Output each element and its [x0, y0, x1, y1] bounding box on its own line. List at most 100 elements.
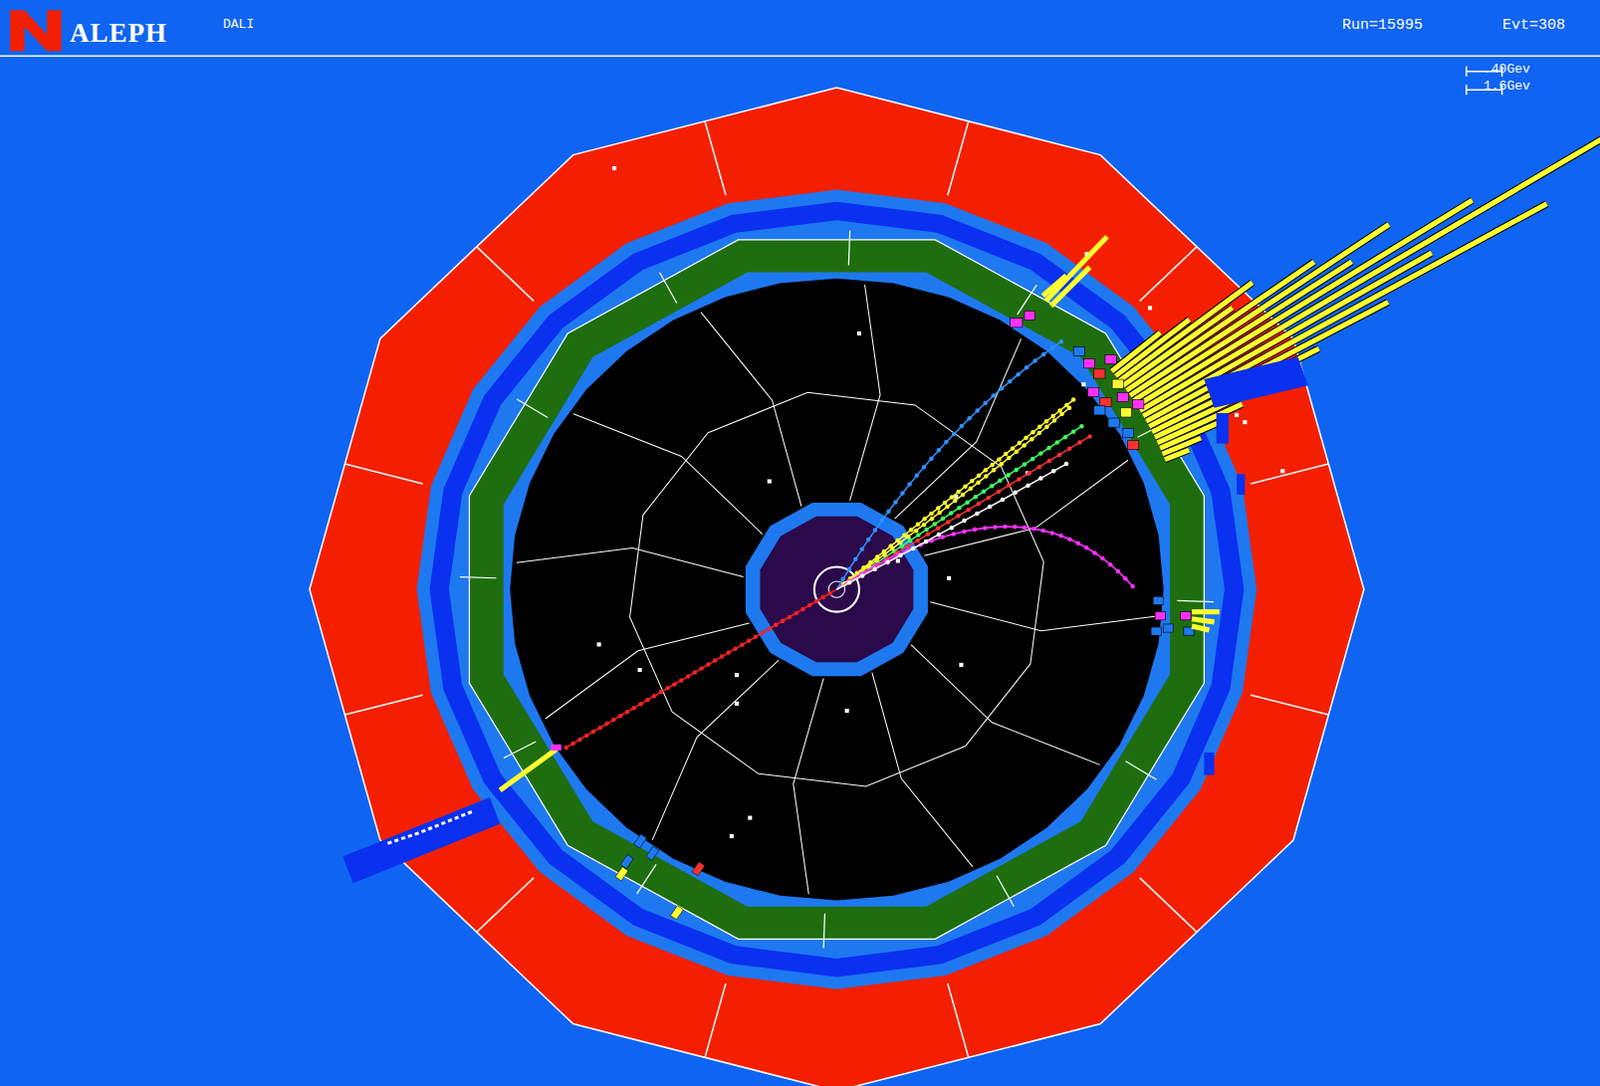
track-hit	[962, 483, 968, 489]
track-hit	[964, 499, 970, 505]
track-hit	[584, 733, 590, 739]
track-hit	[921, 516, 927, 522]
track-hit	[591, 729, 597, 735]
track-hit	[886, 508, 892, 514]
energy-cell	[1180, 612, 1191, 621]
track-hit	[1059, 339, 1065, 345]
energy-tower	[1191, 626, 1209, 631]
coil-inner	[449, 220, 1225, 959]
track-hit	[932, 521, 938, 527]
track-hit	[1058, 533, 1064, 539]
track-hit	[1067, 446, 1073, 452]
ecal-module-line	[823, 914, 825, 949]
track-hit	[1064, 461, 1070, 467]
sector-line	[850, 284, 881, 501]
track-hit	[1038, 475, 1044, 481]
track-hit	[1006, 456, 1012, 461]
track-hit	[936, 532, 942, 538]
track-hit	[1047, 458, 1053, 464]
track-hit	[914, 528, 919, 534]
track-hit	[814, 599, 820, 605]
track-hit	[966, 416, 972, 422]
scale-tick	[1465, 66, 1468, 77]
track-hit	[961, 518, 967, 524]
track-hit	[921, 464, 927, 470]
sector-line	[652, 660, 779, 841]
energy-cell	[1083, 359, 1095, 369]
energy-cell	[1094, 406, 1106, 416]
track-hit	[800, 607, 806, 613]
track-hit	[982, 401, 988, 407]
tower-outline	[1137, 200, 1473, 406]
track-hit	[1071, 397, 1077, 403]
track-hit	[982, 525, 988, 531]
track-hit	[1025, 482, 1031, 488]
energy-cell	[1152, 596, 1163, 605]
track-hit	[943, 440, 949, 446]
ecal-module-line	[996, 876, 1014, 908]
track-hit	[1000, 497, 1006, 503]
track-hit	[981, 489, 987, 495]
energy-tower	[1045, 236, 1107, 302]
tower-outline	[1151, 348, 1320, 433]
track-hit	[698, 666, 704, 672]
track-hit	[859, 547, 865, 553]
track-hit	[685, 674, 691, 680]
track-hit	[885, 560, 891, 566]
track-hit	[1116, 569, 1122, 575]
track-hit	[936, 510, 942, 516]
ecal-module-line	[459, 577, 497, 579]
track-hit	[645, 697, 651, 703]
segment-line	[1140, 878, 1197, 932]
hit	[729, 834, 734, 839]
track-hit	[972, 527, 978, 533]
muon-hits	[1203, 357, 1309, 409]
track-hit	[882, 552, 888, 558]
track-hit	[898, 553, 904, 559]
energy-tower	[1112, 332, 1161, 372]
track-hit	[827, 591, 833, 597]
track-hit	[935, 505, 941, 511]
coil-outer	[417, 190, 1258, 990]
track	[836, 463, 1067, 590]
track-hit	[766, 627, 772, 633]
tpc-wall	[503, 272, 1170, 908]
track-hit	[992, 524, 998, 530]
muon-track	[387, 810, 474, 844]
track-hit	[570, 741, 576, 747]
energy-cell	[1117, 392, 1129, 402]
track-hit	[959, 424, 965, 430]
energy-tower	[1151, 348, 1320, 433]
energy-cell	[634, 834, 648, 849]
hit	[1081, 382, 1086, 387]
track-hit	[987, 504, 993, 510]
energy-cell	[1100, 398, 1112, 408]
ecal-module-line	[848, 230, 850, 266]
ecal-module-line	[503, 741, 536, 758]
track-hit	[705, 662, 711, 668]
track-hit	[1006, 482, 1012, 488]
energy-cell	[1127, 441, 1139, 451]
program-name: DALI	[223, 17, 254, 31]
segment-line	[344, 694, 423, 715]
track-hit	[807, 603, 813, 609]
track-hit	[940, 534, 946, 540]
track-hit	[1130, 584, 1136, 590]
track-hit	[625, 709, 631, 715]
track-hit	[996, 489, 1002, 495]
track-hit	[1077, 440, 1083, 446]
track-hit	[659, 689, 665, 695]
ecal-module-line	[1017, 284, 1037, 315]
track-hit	[1015, 372, 1021, 378]
tower-outline	[1164, 450, 1189, 460]
track-hit	[1050, 345, 1056, 351]
track-hit	[1092, 550, 1098, 556]
energy-cell	[646, 846, 660, 861]
track-hit	[1050, 530, 1056, 536]
track-hit	[860, 573, 866, 579]
energy-cell	[1010, 318, 1023, 328]
track-hit	[956, 505, 962, 511]
track-hit	[951, 432, 957, 438]
energy-cell	[691, 862, 705, 877]
track-hit	[989, 462, 995, 468]
